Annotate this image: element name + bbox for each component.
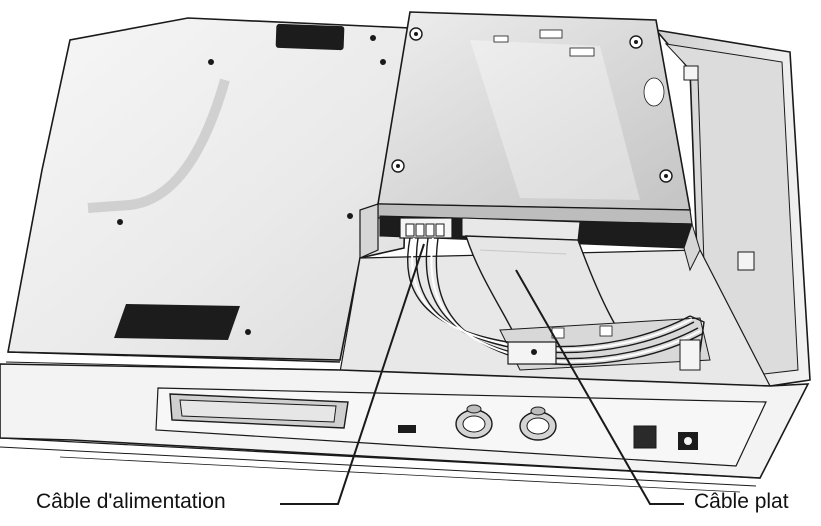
lid-vent-bottom <box>114 304 240 340</box>
din-connector-left <box>455 404 493 439</box>
front-switch <box>398 425 416 433</box>
flat-cable-label: Câble plat <box>694 490 789 513</box>
power-connector <box>399 217 453 239</box>
power-cable-leader-line <box>280 243 425 505</box>
front-power-button <box>633 425 657 449</box>
flat-cable-leader-line <box>515 269 684 505</box>
lid-vent-top <box>275 23 345 51</box>
open-lid-panel <box>5 17 411 371</box>
floppy-disk-drive <box>359 11 701 272</box>
din-connector-right <box>519 406 557 441</box>
power-cable-label: Câble d'alimentation <box>36 490 226 513</box>
